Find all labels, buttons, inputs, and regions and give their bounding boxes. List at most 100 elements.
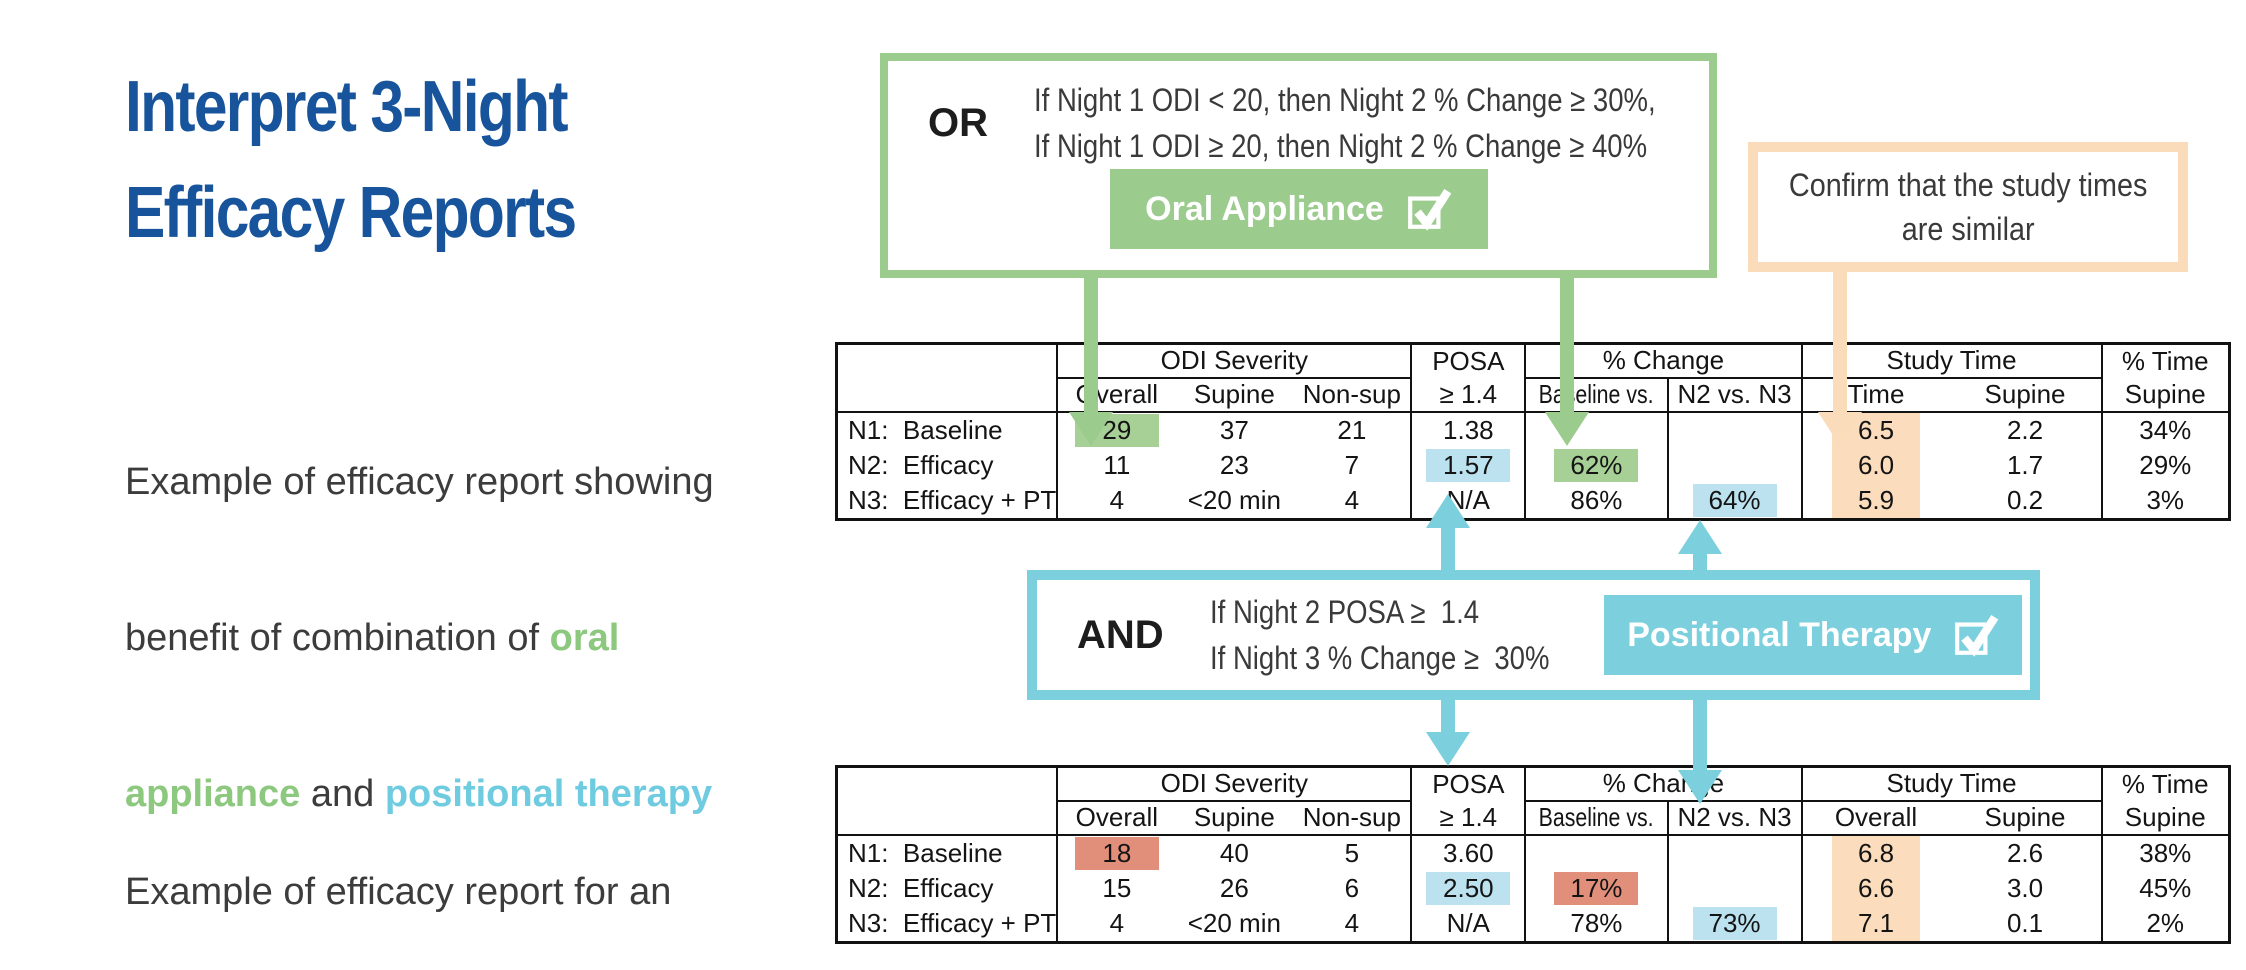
cell: <20 min (1187, 907, 1281, 938)
sub-header-row: Overall Supine Non-sup ≥ 1.4 Baseline vs… (836, 800, 2230, 836)
or-rules-text: If Night 1 ODI < 20, then Night 2 % Chan… (1034, 82, 1656, 164)
cell: 2.50 (1410, 870, 1526, 906)
col-header-percent-time-supine: Supine (2100, 377, 2230, 413)
page-title-line2: Efficacy Reports (125, 173, 577, 253)
oral-appliance-highlight-text: oral (549, 617, 620, 659)
salmon-highlighted-value: 17% (1554, 871, 1639, 905)
cell: 0.1 (2006, 907, 2044, 938)
peach-highlighted-value: 6.0 (1832, 447, 1921, 483)
col-header-study-time-1: Time (1800, 377, 1950, 413)
blue-highlighted-value: 1.57 (1426, 448, 1511, 482)
cell: 15 (1056, 870, 1176, 906)
blue-highlighted-value: 64% (1692, 483, 1777, 517)
cell: 21 (1337, 414, 1367, 445)
corner-cell (837, 344, 1058, 378)
teal-arrow-stem-down-posa (1441, 698, 1455, 732)
and-label: AND (1077, 612, 1164, 657)
corner-cell (837, 767, 1058, 801)
cell: 6.6 (1800, 870, 1950, 906)
col-header-n2-vs-n3: N2 vs. N3 (1666, 377, 1802, 413)
cell (1666, 834, 1802, 871)
table-row-n2-efficacy: N2: Efficacy 11 23 7 1.57 62% 6.0 1.7 29… (837, 447, 2230, 483)
col-group-percent-time: % Time (2100, 343, 2230, 378)
checked-checkbox-icon (1955, 614, 1999, 657)
row-label: N3: Efficacy + PT (848, 907, 1057, 938)
col-header-supine: Supine (1175, 800, 1294, 836)
cell: 4 (1344, 484, 1360, 515)
blue-highlighted-value: 73% (1692, 906, 1777, 940)
cell: 18 (1056, 834, 1176, 871)
cell: 7 (1344, 449, 1360, 480)
cell: 6.0 (1800, 447, 1950, 483)
cell: 37 (1219, 414, 1249, 445)
cell: 62% (1524, 447, 1668, 483)
table-row-n3-efficacy-pt: N3: Efficacy + PT 4 <20 min 4 N/A 78% 73… (837, 905, 2230, 942)
cell: 26 (1219, 872, 1249, 903)
cell: 1.57 (1410, 447, 1526, 483)
corner-cell (836, 800, 1058, 836)
peach-highlighted-value: 7.1 (1832, 905, 1921, 941)
col-header-posa-threshold: ≥ 1.4 (1410, 800, 1526, 836)
salmon-highlighted-value: 18 (1074, 836, 1159, 870)
cell: 4 (1056, 905, 1176, 942)
cell: 73% (1666, 905, 1802, 942)
efficacy-table-nonresponder: ODI Severity POSA % Change Study Time % … (835, 765, 2232, 944)
cell: 2.6 (2006, 837, 2044, 868)
teal-arrow-head-up-posa (1426, 494, 1470, 528)
col-header-n2-vs-n3: N2 vs. N3 (1666, 800, 1802, 836)
page-title-line1: Interpret 3-Night (125, 67, 569, 147)
col-group-posa: POSA (1410, 343, 1526, 378)
cell: 2.2 (2006, 414, 2044, 445)
oral-appliance-button[interactable]: Oral Appliance (1109, 169, 1488, 249)
checked-checkbox-icon (1407, 188, 1452, 231)
cell: 6 (1344, 872, 1360, 903)
positional-therapy-button[interactable]: Positional Therapy (1604, 595, 2023, 675)
cell (1666, 870, 1802, 906)
oral-appliance-highlight-text: appliance (125, 773, 301, 815)
caption-nonresponder-example: Example of efficacy report for an oral a… (125, 762, 714, 970)
cell: 3.60 (1410, 834, 1526, 871)
cell: 45% (2100, 870, 2230, 906)
col-group-study-time: Study Time (1800, 766, 2102, 802)
cell: 4 (1056, 482, 1176, 519)
cell: 2% (2100, 905, 2230, 942)
col-header-study-overall: Overall (1800, 800, 1950, 836)
cell (1666, 411, 1802, 448)
green-arrow-head-odi-overall (1069, 412, 1113, 446)
cell: 64% (1666, 482, 1802, 519)
cell (1666, 447, 1802, 483)
oral-appliance-button-label: Oral Appliance (1145, 189, 1384, 228)
col-header-study-supine: Supine (1949, 800, 2102, 836)
caption-line: Example of efficacy report showing (125, 461, 714, 503)
row-label: N1: Baseline (848, 837, 1003, 868)
green-highlighted-value: 62% (1554, 448, 1639, 482)
cell: 23 (1219, 449, 1249, 480)
col-header-posa-threshold: ≥ 1.4 (1410, 377, 1526, 413)
col-header-baseline-vs: Baseline vs. (1524, 800, 1668, 836)
col-group-odi-severity: ODI Severity (1056, 343, 1412, 379)
green-arrow-stem-odi-overall (1084, 270, 1098, 412)
caption-line: benefit of combination of oral (125, 617, 620, 659)
row-label: N3: Efficacy + PT (848, 484, 1057, 515)
positional-therapy-button-label: Positional Therapy (1627, 615, 1932, 654)
teal-arrow-stem-up-posa (1441, 528, 1455, 572)
table-row-n1-baseline: N1: Baseline 18 40 5 3.60 6.8 2.6 38% (837, 834, 2230, 871)
table-row-n1-baseline: N1: Baseline 29 37 21 1.38 6.5 2.2 34% (837, 411, 2230, 448)
row-label: N1: Baseline (848, 414, 1003, 445)
col-group-posa: POSA (1410, 766, 1526, 801)
col-header-overall: Overall (1056, 800, 1176, 836)
cell: 86% (1524, 482, 1668, 519)
green-arrow-head-percent-change (1545, 412, 1589, 446)
peach-highlighted-value: 5.9 (1832, 482, 1921, 518)
col-header-overall: Overall (1056, 377, 1176, 413)
cell: 1.7 (2006, 449, 2044, 480)
teal-arrow-head-down-posa (1426, 732, 1470, 766)
cell: <20 min (1187, 484, 1281, 515)
or-label: OR (928, 100, 988, 145)
cell: 34% (2100, 411, 2230, 448)
sub-header-row: Overall Supine Non-sup ≥ 1.4 Baseline vs… (836, 377, 2230, 413)
row-label: N2: Efficacy (848, 449, 994, 480)
